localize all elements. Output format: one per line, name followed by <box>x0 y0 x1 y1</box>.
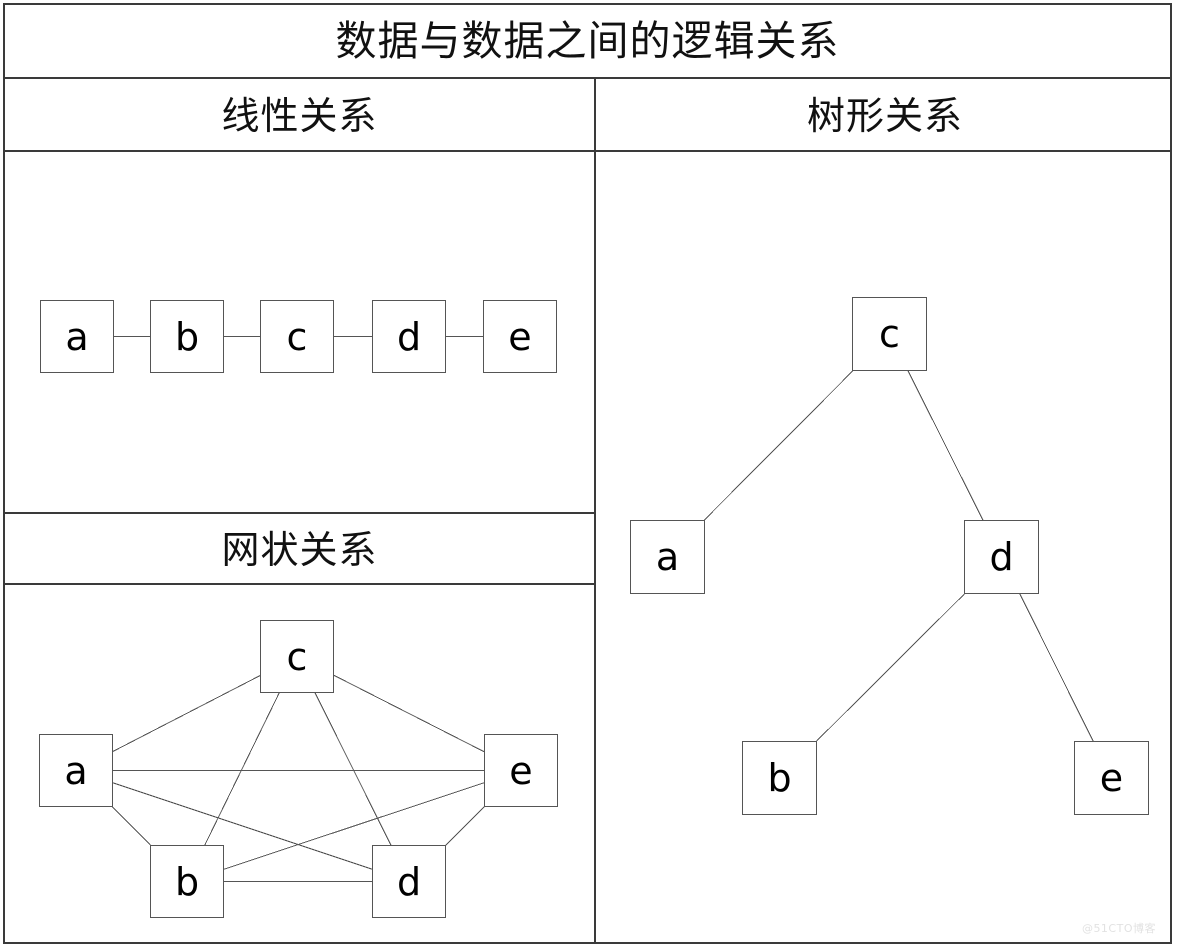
divider-under-network-header <box>5 583 594 585</box>
tree-node-e[interactable]: e <box>1074 741 1149 815</box>
linear-node-d[interactable]: d <box>372 300 446 373</box>
linear-node-label-e: e <box>508 314 532 359</box>
network-node-a[interactable]: a <box>39 734 113 807</box>
network-node-label-c: c <box>286 634 308 679</box>
tree-edges-layer <box>703 370 1094 742</box>
edge-d-b <box>816 593 965 742</box>
edge-b-e <box>223 782 485 870</box>
linear-node-label-d: d <box>396 314 422 359</box>
tree-node-b[interactable]: b <box>742 741 817 815</box>
edge-c-a <box>703 370 854 521</box>
tree-node-label-d: d <box>989 535 1014 579</box>
linear-node-b[interactable]: b <box>150 300 224 373</box>
linear-edges-layer <box>114 336 483 337</box>
network-section-header: 网状关系 <box>5 514 594 585</box>
edge-c-b <box>204 692 280 846</box>
tree-node-d[interactable]: d <box>964 520 1039 594</box>
linear-node-e[interactable]: e <box>483 300 557 373</box>
left-column-header: 线性关系 <box>5 79 594 152</box>
linear-node-a[interactable]: a <box>40 300 114 373</box>
column-divider <box>594 77 596 942</box>
tree-node-label-c: c <box>879 312 900 356</box>
right-column-header: 树形关系 <box>596 79 1174 152</box>
network-node-label-b: b <box>174 859 200 904</box>
network-node-label-a: a <box>64 748 88 793</box>
network-node-e[interactable]: e <box>484 734 558 807</box>
watermark: @51CTO博客 <box>1081 922 1156 935</box>
linear-node-c[interactable]: c <box>260 300 334 373</box>
edge-c-d <box>314 692 392 846</box>
network-node-d[interactable]: d <box>372 845 446 918</box>
network-diagram-pane: c a e b d <box>5 585 594 944</box>
edge-d-e <box>1019 593 1094 742</box>
network-node-c[interactable]: c <box>260 620 334 693</box>
network-edges-layer <box>112 674 485 882</box>
network-node-b[interactable]: b <box>150 845 224 918</box>
divider-under-column-headers <box>5 150 1170 152</box>
divider-under-title <box>5 77 1170 79</box>
tree-node-label-e: e <box>1099 756 1124 800</box>
linear-node-label-c: c <box>286 314 308 359</box>
tree-node-a[interactable]: a <box>630 520 705 594</box>
page-title-row: 数据与数据之间的逻辑关系 <box>5 5 1170 77</box>
tree-node-label-b: b <box>767 756 792 800</box>
linear-node-label-b: b <box>174 314 200 359</box>
page-title: 数据与数据之间的逻辑关系 <box>335 16 840 65</box>
edge-a-d <box>112 782 373 870</box>
linear-diagram-pane: a b c d e <box>5 152 594 514</box>
tree-node-c[interactable]: c <box>852 297 927 371</box>
divider-above-network-header <box>5 512 594 514</box>
edge-c-e <box>333 674 485 753</box>
edge-c-d <box>907 370 984 521</box>
tree-node-label-a: a <box>655 535 680 579</box>
network-section-header-label: 网状关系 <box>221 527 378 572</box>
edge-c-a <box>112 675 261 752</box>
tree-diagram-pane: c a d b e <box>596 152 1174 944</box>
edge-a-b <box>112 806 151 846</box>
right-column-header-label: 树形关系 <box>806 93 963 138</box>
linear-node-label-a: a <box>65 314 89 359</box>
edge-d-e <box>445 806 485 846</box>
network-node-label-e: e <box>509 748 533 793</box>
left-column-header-label: 线性关系 <box>221 93 378 138</box>
network-node-label-d: d <box>396 859 422 904</box>
